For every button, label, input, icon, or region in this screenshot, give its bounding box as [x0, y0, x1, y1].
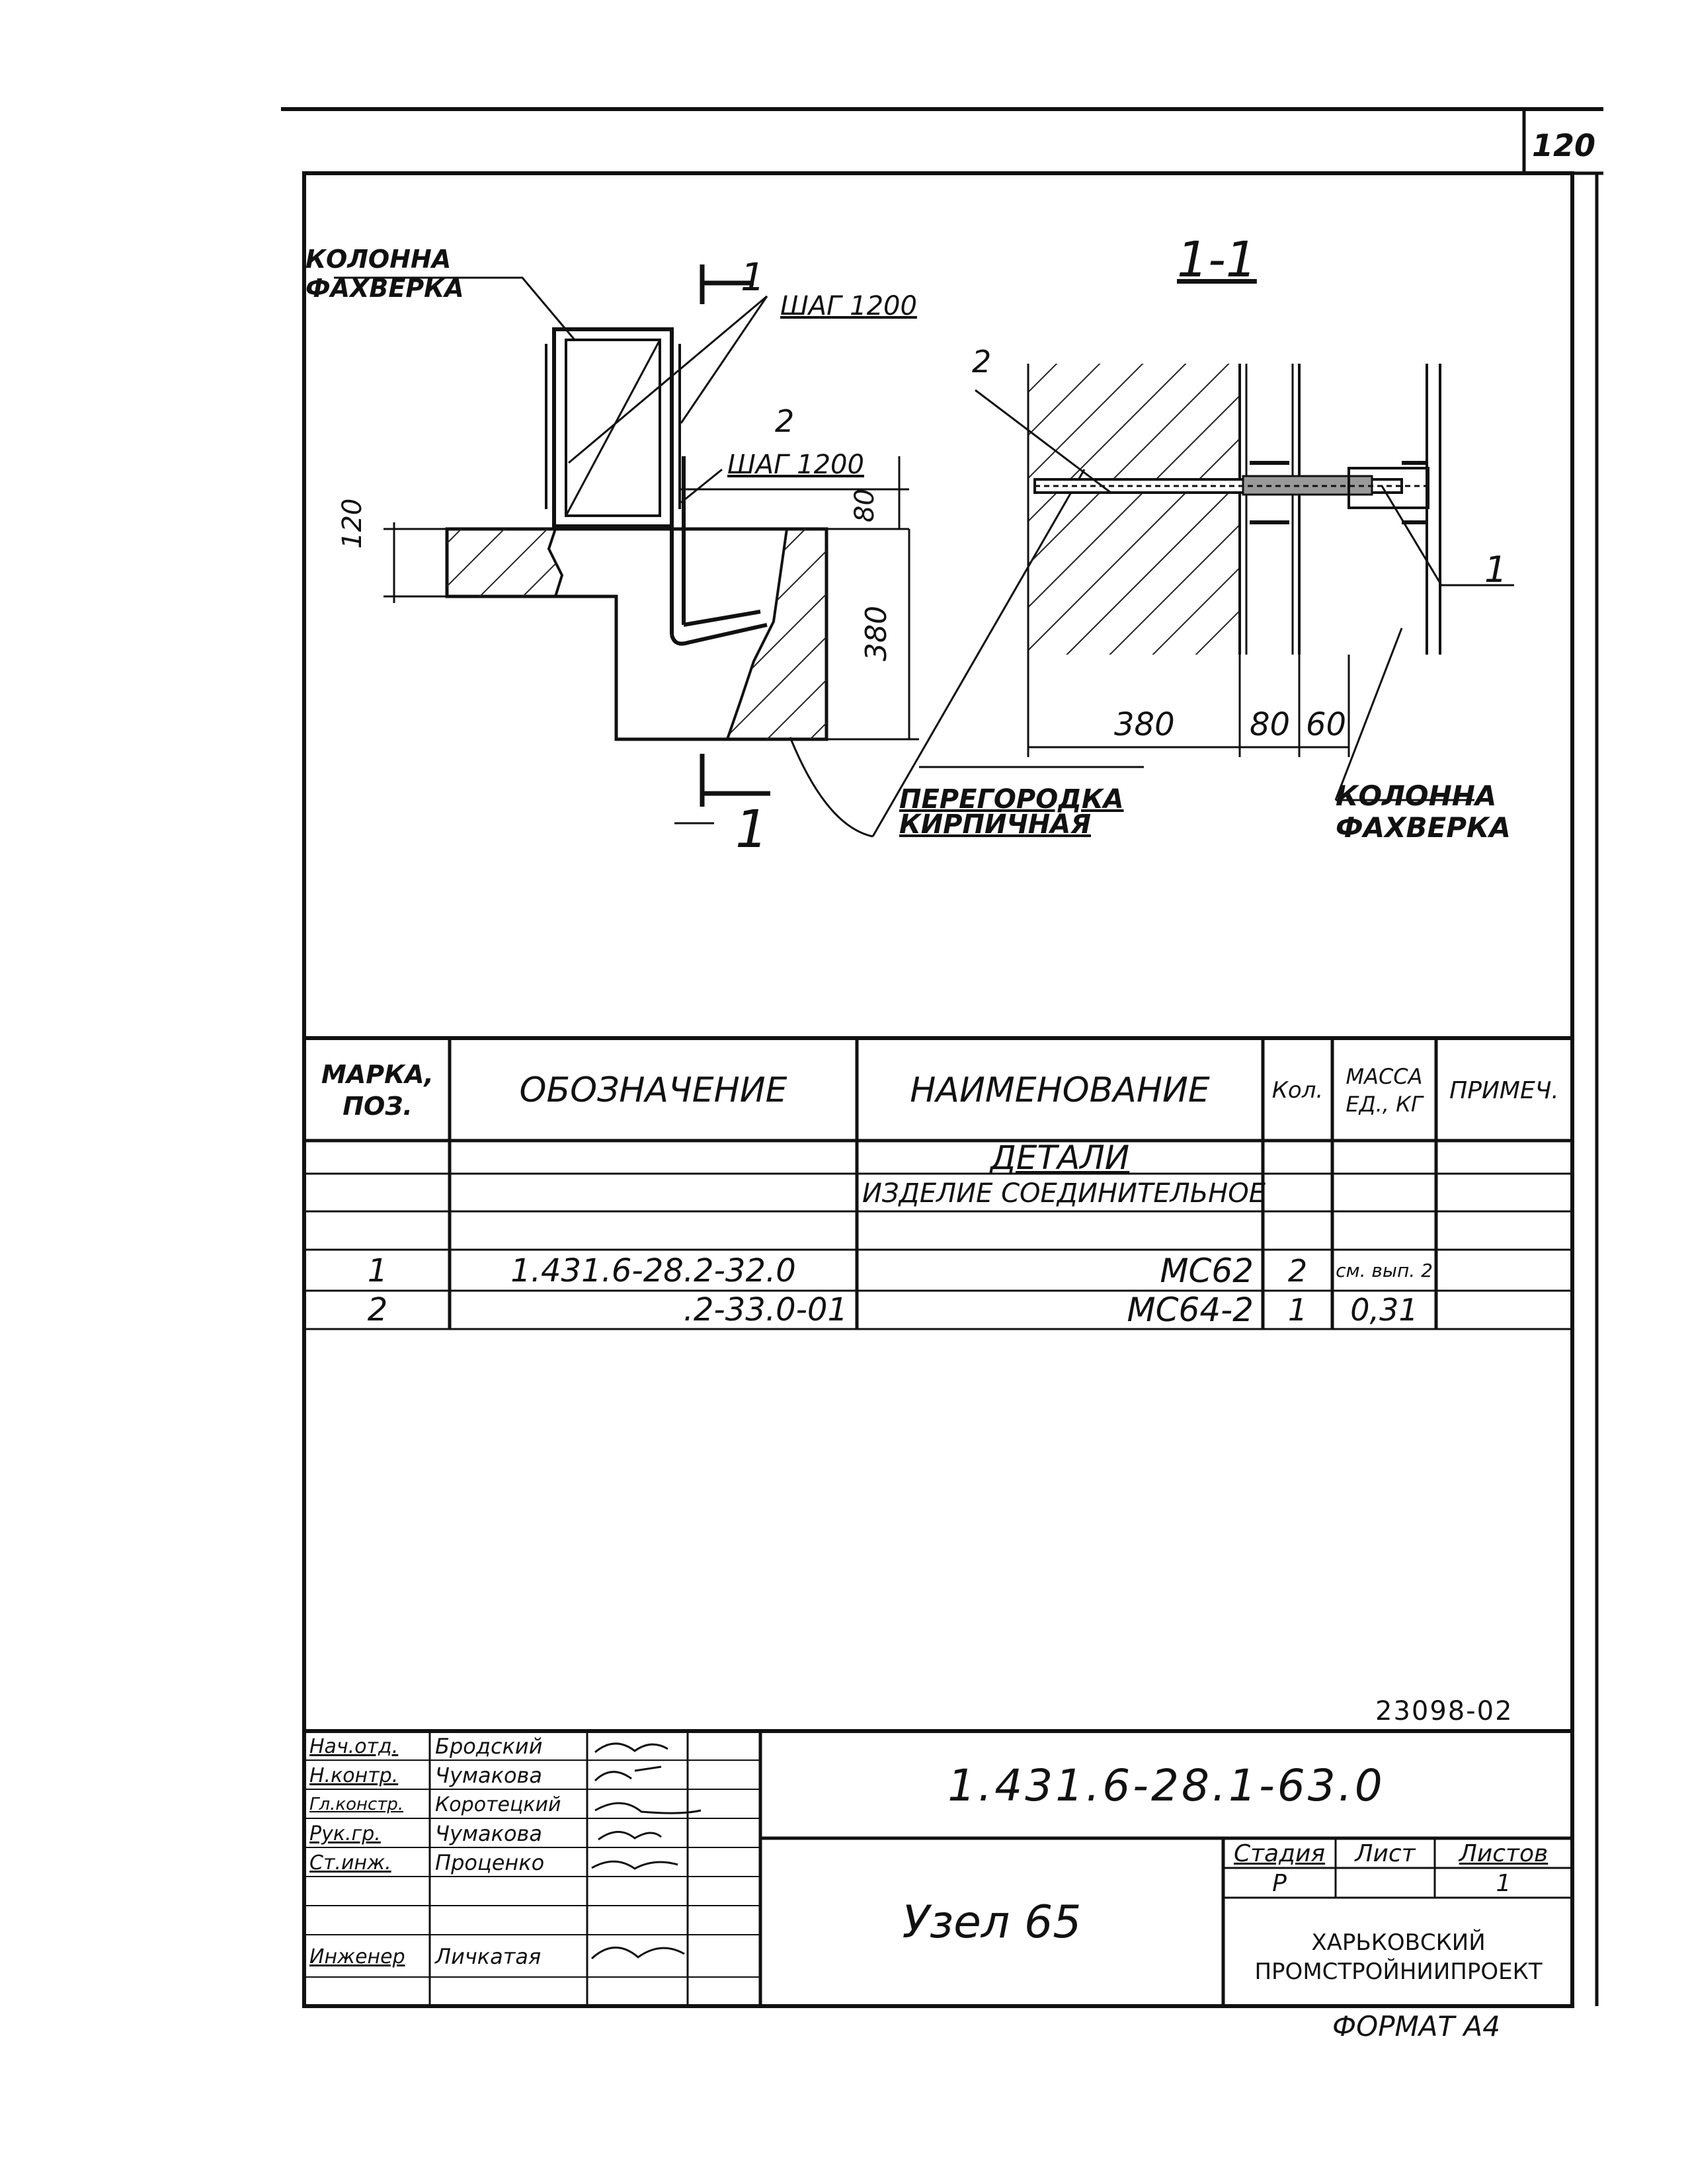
stage-value: Р [1272, 1870, 1287, 1897]
organization: ХАРЬКОВСКИЙ ПРОМСТРОЙНИИПРОЕКТ [1254, 1929, 1543, 1985]
sheet-value [1336, 1869, 1435, 1898]
row2-qty: 1 [1287, 1292, 1308, 1328]
node-title: Узел 65 [902, 1896, 1082, 1949]
section-cut-markers [700, 264, 770, 807]
column-section [545, 327, 681, 528]
header-qty: Кол. [1271, 1077, 1324, 1104]
dim-60: 60 [1306, 706, 1347, 743]
brick-partition [445, 527, 828, 741]
sheet-number: 120 [1531, 128, 1596, 163]
sheet-format: Формат А4 [1332, 2010, 1500, 2042]
header-name: Наименование [910, 1071, 1210, 1110]
staff-name-1: Бродский [435, 1734, 543, 1759]
row1-qty: 2 [1287, 1253, 1308, 1289]
staff-role-7: Инженер [309, 1945, 405, 1968]
anchor-rod [670, 456, 768, 646]
staff-name-3: Коротецкий [435, 1793, 561, 1816]
group-connector: Изделие соединительное [862, 1178, 1266, 1209]
staff-name-4: Чумакова [435, 1821, 542, 1846]
signatures [590, 1742, 702, 1960]
sheets-value: 1 [1496, 1870, 1511, 1897]
callout-2-note: шаг 1200 [727, 450, 864, 480]
label-partition: Перегородка кирпичная [899, 784, 1124, 840]
row1-name: МС62 [1160, 1252, 1254, 1290]
row1-mark: 1 [367, 1252, 388, 1289]
node-drawing [334, 264, 1514, 838]
section-marker-bottom: 1 [735, 800, 768, 860]
row2-mass: 0,31 [1350, 1292, 1418, 1328]
staff-role-1: Нач.отд. [309, 1734, 399, 1758]
row2-mark: 2 [367, 1291, 388, 1328]
header-designation: Обозначение [519, 1071, 787, 1110]
leaders-section-view [919, 389, 1514, 801]
dimensions-section-view [1027, 655, 1350, 757]
section-title: 1-1 [1177, 231, 1257, 288]
section-details: Детали [990, 1139, 1130, 1177]
staff-name-5: Проценко [435, 1850, 545, 1875]
header-note: Примеч. [1449, 1076, 1559, 1104]
pos-1-label: 1 [1484, 549, 1508, 590]
label-column-right: Колонна фахверка [1336, 780, 1511, 844]
dim-80: 80 [1250, 706, 1291, 743]
label-column-top: Колонна фахверка [305, 245, 464, 303]
staff-role-5: Ст.инж. [309, 1851, 391, 1875]
dimensions-left-view [383, 456, 919, 741]
sheets-header: Листов [1459, 1840, 1549, 1867]
section-view [1027, 364, 1441, 655]
sheet-header: Лист [1355, 1840, 1416, 1867]
staff-role-3: Гл.констр. [309, 1795, 404, 1814]
document-code: 1.431.6-28.1-63.0 [947, 1759, 1385, 1811]
pos-2-label: 2 [972, 344, 992, 380]
stage-header: Стадия [1233, 1840, 1326, 1867]
callout-2-number: 2 [775, 403, 795, 439]
callout-1-note: шаг 1200 [780, 291, 917, 321]
archive-number: 23098-02 [1375, 1696, 1513, 1726]
callout-1-number: 1 [741, 255, 765, 300]
row2-designation: .2-33.0-01 [683, 1291, 848, 1328]
row2-name: МС64-2 [1127, 1291, 1254, 1329]
staff-name-2: Чумакова [435, 1763, 542, 1788]
staff-role-4: Рук.гр. [309, 1822, 381, 1845]
dim-380: 380 [1114, 706, 1175, 743]
header-mark: Марка, поз. [321, 1060, 434, 1121]
staff-role-2: Н.контр. [309, 1763, 399, 1787]
spec-table-grid [304, 1036, 1572, 1330]
row1-designation: 1.431.6-28.2-32.0 [510, 1252, 796, 1289]
row1-mass: см. вып. 2 [1336, 1260, 1433, 1281]
header-mass: Масса ед., кг [1346, 1064, 1423, 1117]
staff-name-7: Личкатая [435, 1944, 542, 1969]
